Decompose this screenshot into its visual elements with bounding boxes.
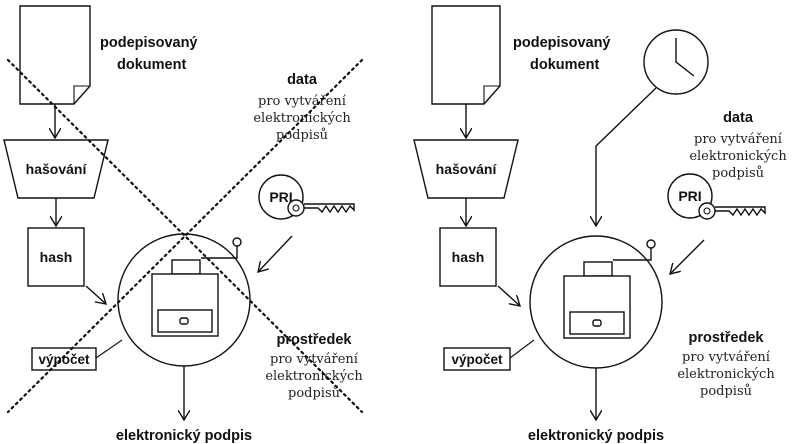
hash-box — [439, 227, 497, 287]
cross-out-line-2 — [6, 58, 364, 414]
signing-device-icon — [117, 233, 251, 367]
compute-connector — [509, 339, 535, 359]
cross-out-line-1 — [6, 58, 364, 414]
data-label-line-3: podpisů — [712, 165, 764, 181]
arrow-clock-to-device — [596, 87, 657, 226]
output-label: elektronický podpis — [116, 428, 252, 444]
document-fold — [483, 85, 500, 104]
hash-label: hash — [40, 249, 73, 265]
data-label-line-2: elektronických — [689, 149, 787, 164]
hash-label: hash — [452, 249, 485, 265]
arrow-key-to-device — [258, 235, 293, 272]
document-label-line-1: podepisovaný — [513, 35, 611, 51]
clock-icon — [643, 29, 709, 95]
device-label-line-2: elektronických — [677, 367, 775, 382]
data-label-title: data — [287, 72, 318, 88]
arrow-hash-to-device — [85, 285, 106, 304]
hashing-label: hašování — [436, 161, 498, 177]
hashing-box — [3, 139, 109, 199]
data-label-line-1: pro vytváření — [258, 94, 347, 109]
hash-box — [27, 227, 85, 287]
data-label-line-1: pro vytváření — [694, 132, 783, 147]
document-label-line-1: podepisovaný — [100, 35, 198, 51]
signing-device-icon — [529, 235, 663, 369]
document-fold — [73, 85, 90, 104]
left-panel: podepisovaný dokument hašování hash data… — [3, 5, 364, 444]
compute-box — [31, 347, 97, 371]
arrow-hash-to-device — [497, 285, 520, 306]
device-label-title: prostředek — [689, 330, 765, 346]
right-panel: podepisovaný dokument hašování hash data… — [413, 5, 787, 444]
device-label-line-3: podpisů — [288, 385, 340, 401]
compute-label: výpočet — [451, 352, 503, 367]
document-label-line-2: dokument — [117, 57, 186, 73]
key-icon: PRI — [667, 173, 766, 220]
compute-connector — [95, 339, 123, 359]
key-label: PRI — [269, 189, 292, 205]
compute-box — [443, 347, 511, 371]
device-label-title: prostředek — [277, 332, 353, 348]
key-icon: PRI — [258, 174, 355, 220]
document-icon — [431, 5, 501, 105]
data-label-line-3: podpisů — [276, 127, 328, 143]
arrow-key-to-device — [670, 239, 705, 274]
hashing-label: hašování — [26, 161, 88, 177]
output-label: elektronický podpis — [528, 428, 664, 444]
key-label: PRI — [678, 188, 701, 204]
compute-label: výpočet — [38, 352, 90, 367]
device-label-line-2: elektronických — [265, 369, 363, 384]
device-label-line-3: podpisů — [700, 383, 752, 399]
device-label-line-1: pro vytváření — [270, 352, 359, 367]
document-icon — [19, 5, 91, 105]
document-label-line-2: dokument — [530, 57, 599, 73]
hashing-box — [413, 139, 519, 199]
device-label-line-1: pro vytváření — [682, 350, 771, 365]
data-label-title: data — [723, 110, 754, 126]
